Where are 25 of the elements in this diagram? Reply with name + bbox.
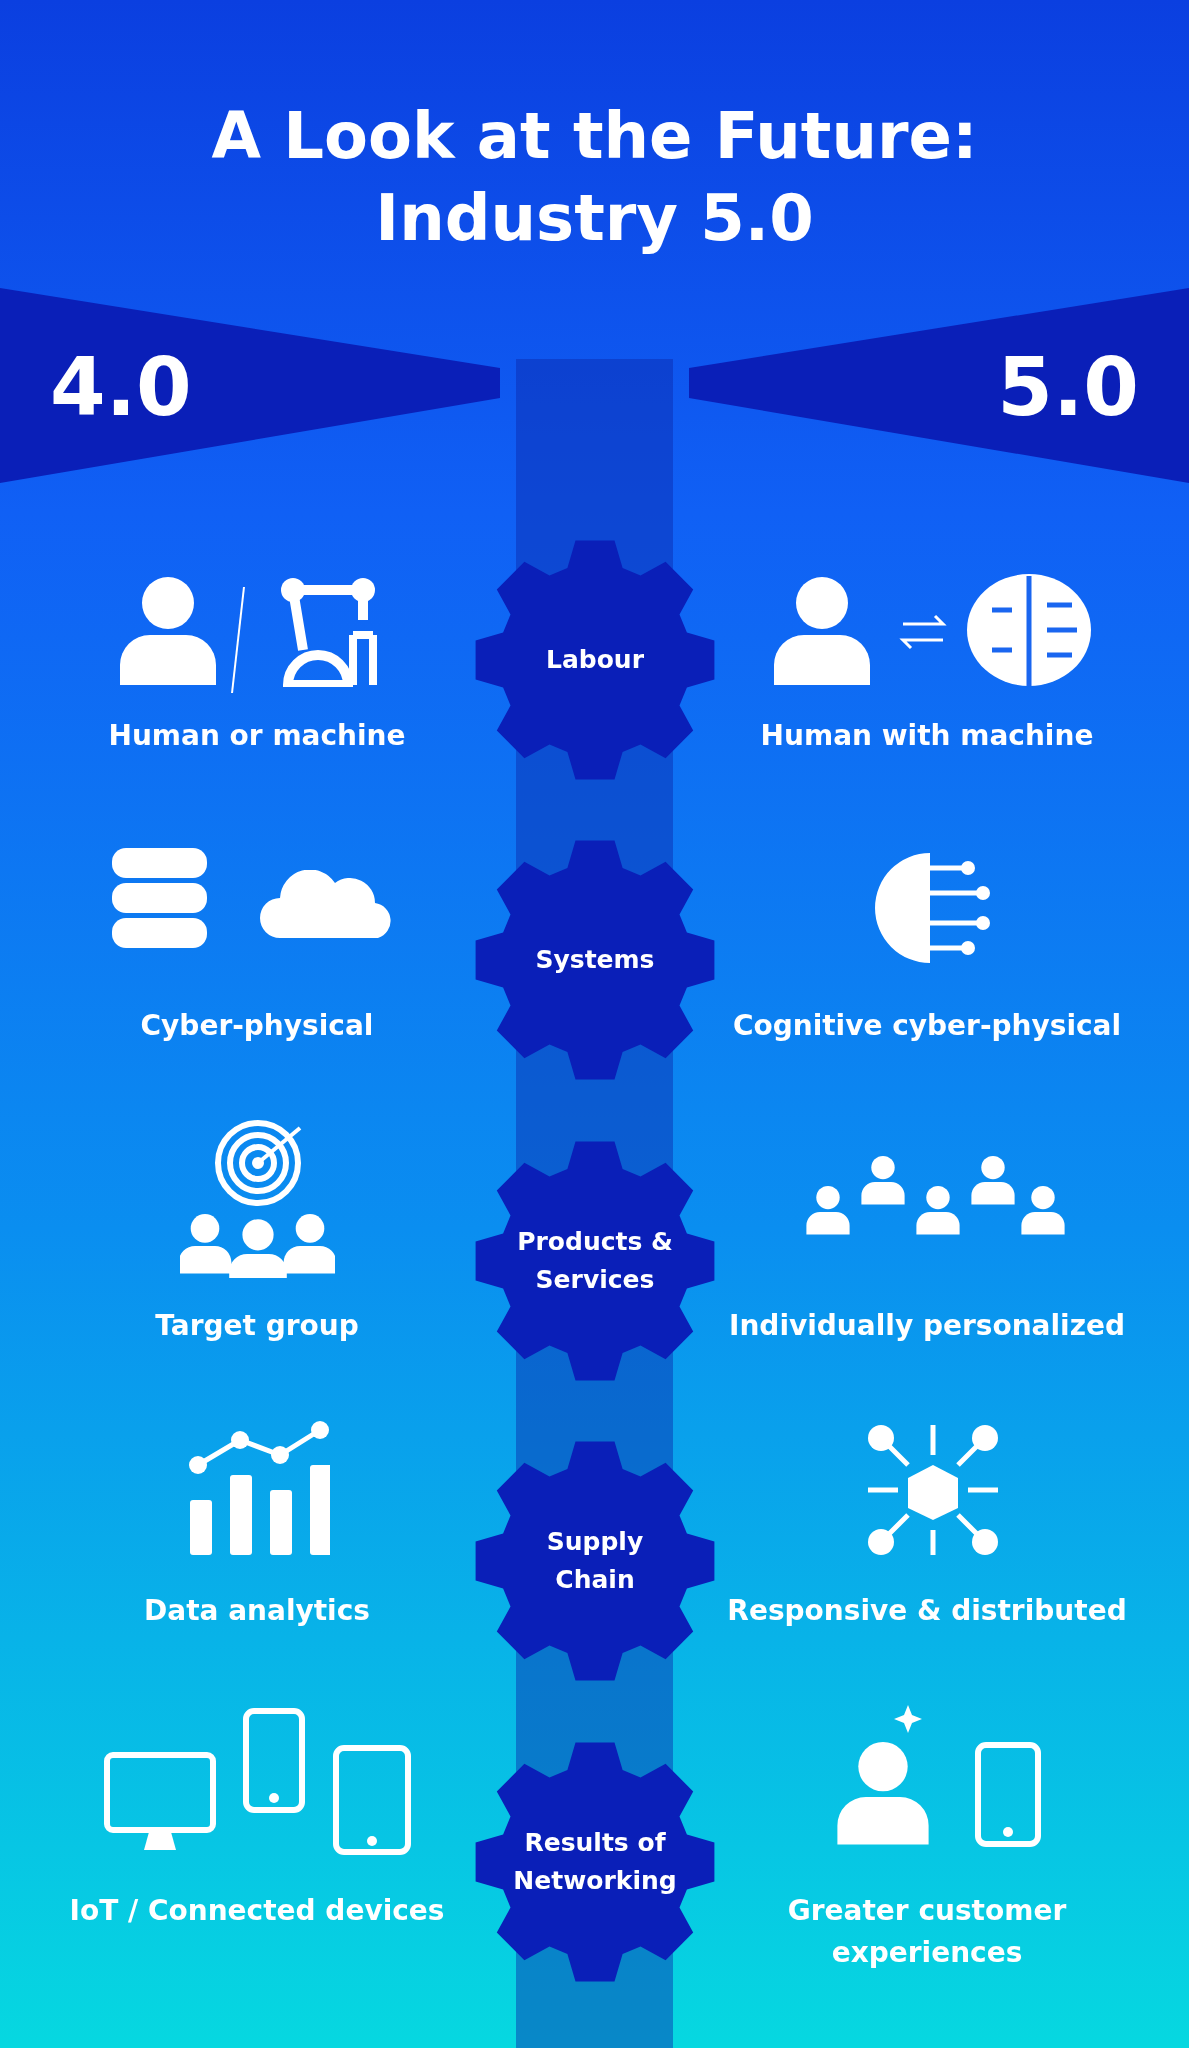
gear-label: Products & Services	[516, 1226, 674, 1296]
gear-label: Labour	[545, 644, 645, 676]
item-caption: Human with machine	[759, 718, 1095, 754]
gear-shape	[474, 1140, 716, 1382]
item-caption: Data analytics	[143, 1593, 371, 1629]
item-caption: Responsive & distributed	[726, 1593, 1128, 1629]
item-caption: Cognitive cyber-physical	[731, 1008, 1123, 1044]
item-caption: Greater customer experiences	[786, 1893, 1068, 1971]
item-caption: Human or machine	[107, 718, 407, 754]
item-caption: Target group	[154, 1308, 360, 1344]
version-number: 5.0	[997, 343, 1139, 433]
gear-label: Results of Networking	[512, 1827, 678, 1897]
gear-shape	[474, 1741, 716, 1983]
banner	[0, 288, 500, 483]
gear-shape	[474, 1440, 716, 1682]
gear-label: Systems	[534, 944, 656, 976]
gear-shape	[474, 539, 716, 781]
title: A Look at the Future: Industry 5.0	[210, 98, 979, 257]
gear-label: Supply Chain	[545, 1526, 645, 1596]
item-caption: Individually personalized	[728, 1308, 1126, 1344]
banner	[689, 288, 1189, 483]
gear-shape	[474, 839, 716, 1081]
item-caption: Cyber-physical	[139, 1008, 375, 1044]
version-number: 4.0	[50, 343, 192, 433]
item-caption: IoT / Connected devices	[68, 1893, 446, 1929]
